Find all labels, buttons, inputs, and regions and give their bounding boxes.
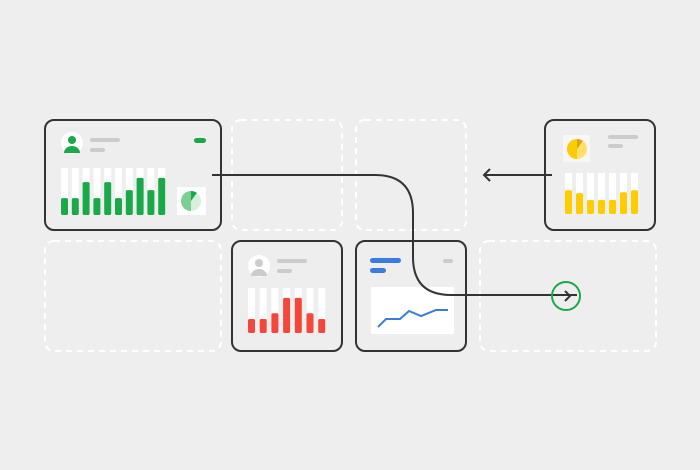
- bar-track: [306, 288, 314, 333]
- pie-slice: [191, 191, 197, 201]
- bar: [609, 200, 616, 214]
- bar: [125, 190, 133, 215]
- bar: [61, 198, 68, 215]
- bar-chart: [565, 173, 638, 214]
- bar: [104, 182, 112, 215]
- subtitle-placeholder: [277, 269, 292, 273]
- bar: [136, 177, 144, 215]
- user-avatar-icon: [248, 255, 270, 277]
- bar: [294, 297, 302, 333]
- red-dashboard-card: [231, 240, 343, 352]
- subtitle-placeholder: [90, 148, 105, 152]
- title-placeholder: [608, 135, 638, 139]
- bar: [598, 200, 605, 214]
- bar-chart: [61, 168, 166, 215]
- pie-slice: [181, 191, 191, 211]
- yellow-dashboard-card: [544, 119, 656, 231]
- chevron-right-circle-icon[interactable]: [551, 281, 581, 311]
- title-placeholder: [370, 258, 401, 263]
- bar-track: [609, 173, 616, 214]
- bar: [587, 200, 594, 214]
- bar: [147, 190, 155, 215]
- pie-slice: [567, 139, 577, 159]
- bar: [620, 192, 627, 214]
- bar-track: [598, 173, 605, 214]
- pie-chart: [567, 139, 587, 159]
- bar: [259, 319, 267, 333]
- bar-track: [271, 288, 279, 333]
- bar: [115, 198, 122, 215]
- bar-track: [115, 168, 122, 215]
- title-placeholder: [90, 138, 120, 142]
- bar: [565, 190, 572, 214]
- bar: [576, 193, 583, 214]
- user-avatar-icon: [61, 132, 83, 154]
- bar: [306, 313, 314, 333]
- bar: [271, 313, 279, 333]
- status-pill: [443, 259, 453, 263]
- bar-track: [318, 288, 326, 333]
- bar: [93, 198, 101, 215]
- bar-track: [259, 288, 267, 333]
- subtitle-placeholder: [370, 268, 386, 273]
- line-series: [377, 309, 448, 328]
- bar-track: [93, 168, 101, 215]
- bar-track: [71, 168, 79, 215]
- title-placeholder: [277, 259, 307, 263]
- status-pill: [194, 138, 206, 143]
- subtitle-placeholder: [608, 144, 623, 148]
- bar: [631, 190, 638, 214]
- bar-track: [587, 173, 594, 214]
- connector-line: [212, 174, 577, 296]
- arrow-left-icon: [482, 168, 552, 182]
- bar-chart: [248, 288, 326, 333]
- green-dashboard-card: [44, 119, 222, 231]
- bar-track: [248, 288, 255, 333]
- bar: [158, 177, 166, 215]
- bar: [248, 319, 255, 333]
- blue-dashboard-card: [355, 240, 467, 352]
- bar: [82, 182, 90, 215]
- pie-slice: [577, 139, 583, 149]
- empty-slot: [44, 240, 222, 352]
- pie-chart: [181, 191, 201, 211]
- bar-track: [61, 168, 68, 215]
- bar: [71, 198, 79, 215]
- bar: [283, 297, 291, 333]
- bar: [318, 319, 326, 333]
